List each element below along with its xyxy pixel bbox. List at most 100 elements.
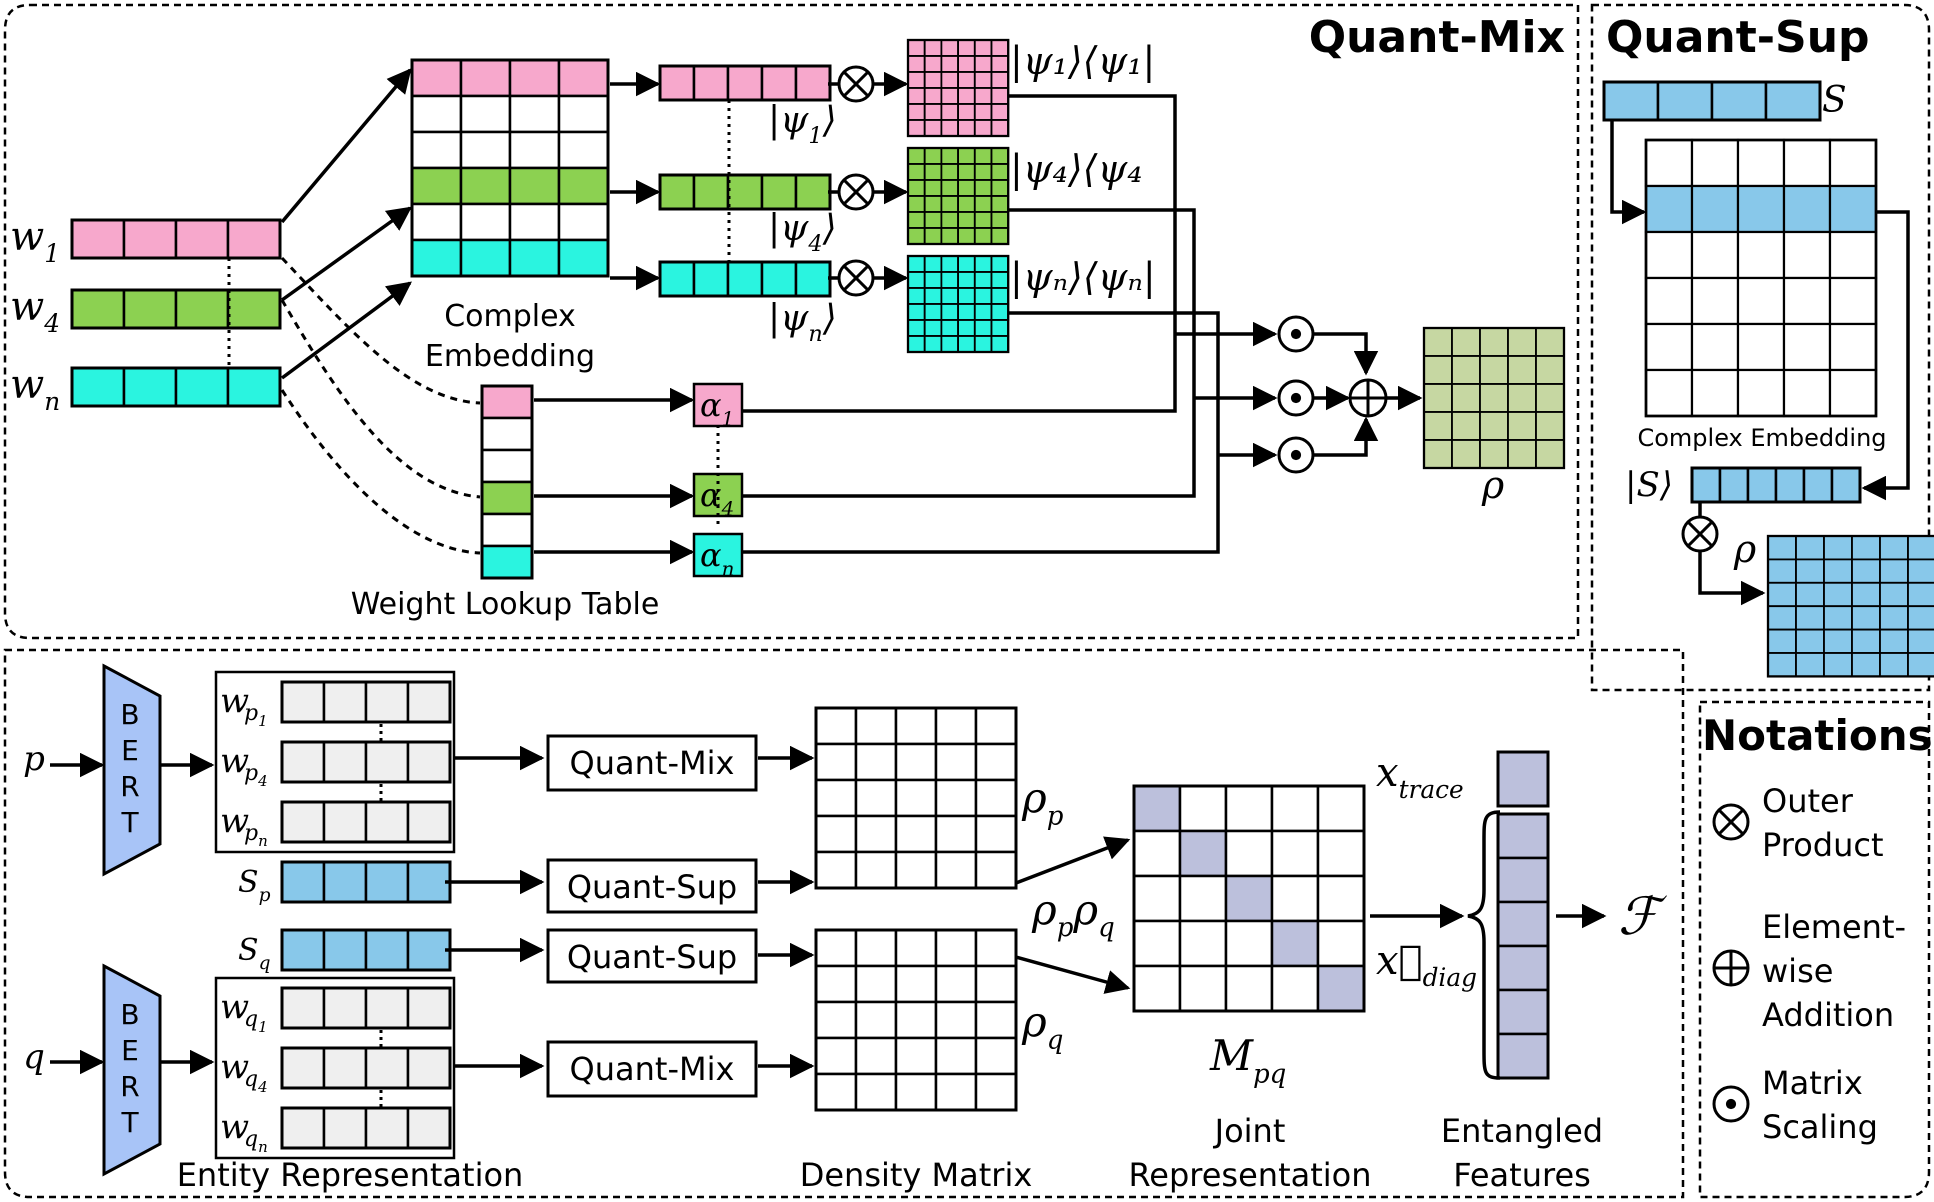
outer-product-matrix-cell — [940, 71, 960, 89]
rho-matrix-cell — [1451, 439, 1481, 469]
entity-vector-cell — [322, 1106, 368, 1150]
embedding-row-cell — [459, 58, 512, 98]
addition-op — [1348, 378, 1388, 418]
rho-matrix-cell — [1423, 383, 1453, 413]
outer-product-matrix-cell — [957, 179, 976, 197]
F-label: ℱ — [1618, 887, 1667, 947]
outer-product-matrix-cell — [990, 335, 1010, 353]
outer-product-matrix-cell — [940, 335, 960, 353]
outer-product-matrix-cell — [923, 287, 943, 305]
entity-sub: p1 — [244, 701, 268, 730]
outer-product-matrix-cell — [957, 271, 976, 289]
outer-product-matrix-cell — [973, 335, 993, 353]
outer-product-matrix-cell — [923, 271, 943, 289]
word-label: w4 — [10, 284, 60, 338]
entity-label: w — [220, 801, 249, 841]
qs-rho-label: ρ — [1733, 527, 1757, 571]
outer-product-matrix-cell — [907, 103, 926, 121]
ket-vector-cell — [658, 260, 696, 298]
qs-rho-matrix-cell — [1879, 652, 1909, 678]
outer-product-matrix-cell — [907, 303, 926, 321]
outer-product-matrix-cell — [907, 195, 926, 213]
outer-product-matrix-cell — [957, 103, 976, 121]
outer-product-matrix-cell — [973, 163, 993, 181]
word-vector-cell — [122, 288, 178, 330]
dashed-word-to-weight — [280, 256, 481, 555]
density-matrix-p-cell — [934, 706, 978, 746]
qs-rho-matrix-cell — [1851, 652, 1881, 678]
ket-vector-cell — [658, 173, 696, 211]
outer-product-matrix-cell — [973, 179, 993, 197]
outer-product-matrix-cell — [990, 179, 1010, 197]
entity-vector-cell — [364, 1106, 410, 1150]
qs-rho-matrix-cell — [1767, 628, 1797, 654]
outer-product-matrix-cell — [907, 287, 926, 305]
qs-rho-matrix-cell — [1767, 558, 1797, 584]
outer-product-matrix-cell — [990, 71, 1010, 89]
density-matrix-p-cell — [894, 706, 938, 746]
rho-matrix-cell — [1479, 411, 1509, 441]
qs-embedding-row-cell — [1782, 368, 1832, 418]
entity-label: w — [220, 741, 249, 781]
outer-product-matrix-cell — [957, 195, 976, 213]
sq-vector-cell — [406, 928, 452, 972]
outer-product-matrix-cell — [990, 103, 1010, 121]
weight-cell-cell — [480, 480, 534, 516]
outer-product-label: |ψ₁⟩⟨ψ₁| — [1010, 39, 1155, 83]
otimes-icon — [1681, 515, 1719, 553]
otimes-icon — [837, 173, 875, 211]
outer-product-matrix-cell — [973, 303, 993, 321]
outer-product-matrix-cell — [973, 287, 993, 305]
weight-cell-cell — [480, 544, 534, 580]
notations-panel — [1698, 700, 1931, 1199]
entity-vector-cell — [364, 1046, 410, 1090]
outer-product-matrix-cell — [973, 87, 993, 105]
embedding-row-cell — [410, 166, 463, 206]
qs-embedding-row-cell — [1828, 230, 1878, 280]
joint-matrix-cell — [1270, 874, 1320, 923]
density-matrix-q — [814, 928, 1018, 1112]
entity-vector-cell — [322, 800, 368, 844]
entity-vector — [280, 986, 452, 1030]
word-label: wn — [10, 362, 60, 416]
density-matrix-label: Density Matrix — [800, 1156, 1033, 1194]
outer-product-matrix-cell — [923, 195, 943, 213]
entity-vector-cell — [280, 986, 326, 1030]
outer-product-matrix-cell — [907, 319, 926, 337]
alpha-label: α1 — [700, 386, 734, 431]
word-vector-cell — [122, 218, 178, 260]
qs-ket-vector-cell — [1830, 466, 1862, 504]
word-vector-cell — [174, 366, 230, 408]
entity-label: w — [220, 1047, 249, 1087]
quant-mix-connectors — [280, 68, 1423, 565]
joint-matrix-cell — [1316, 919, 1366, 968]
density-matrix-p-cell — [974, 742, 1018, 782]
qs-rho-matrix-cell — [1879, 558, 1909, 584]
density-matrix-p-cell — [934, 814, 978, 854]
joint-matrix-cell — [1178, 964, 1228, 1013]
qs-rho-matrix-cell — [1879, 581, 1909, 608]
outer-product-matrix-cell — [923, 39, 943, 57]
entangled-feature-cell — [1496, 812, 1550, 860]
embedding-row-cell — [459, 94, 512, 134]
density-matrix-q-cell — [854, 928, 898, 968]
outer-product-matrix-cell — [957, 163, 976, 181]
ket-label: |ψ4⟩ — [768, 208, 837, 257]
outer-product-matrix-cell — [973, 55, 993, 73]
qs-rho-matrix-cell — [1907, 628, 1934, 654]
rho-matrix-cell — [1507, 411, 1537, 441]
entity-vector — [280, 1046, 452, 1090]
entity-vector-cell — [322, 986, 368, 1030]
ket-label: |ψn⟩ — [768, 298, 837, 347]
outer-product-matrix-cell — [957, 303, 976, 321]
density-matrix-q-cell — [894, 1036, 938, 1076]
qs-rho-matrix-cell — [1851, 535, 1881, 561]
ket-vector-cell — [726, 64, 764, 102]
weight-lookup-label: Weight Lookup Table — [351, 587, 660, 622]
joint-matrix-cell — [1224, 784, 1274, 833]
entity-vector-cell — [406, 986, 452, 1030]
bert-letter: B — [120, 998, 139, 1031]
